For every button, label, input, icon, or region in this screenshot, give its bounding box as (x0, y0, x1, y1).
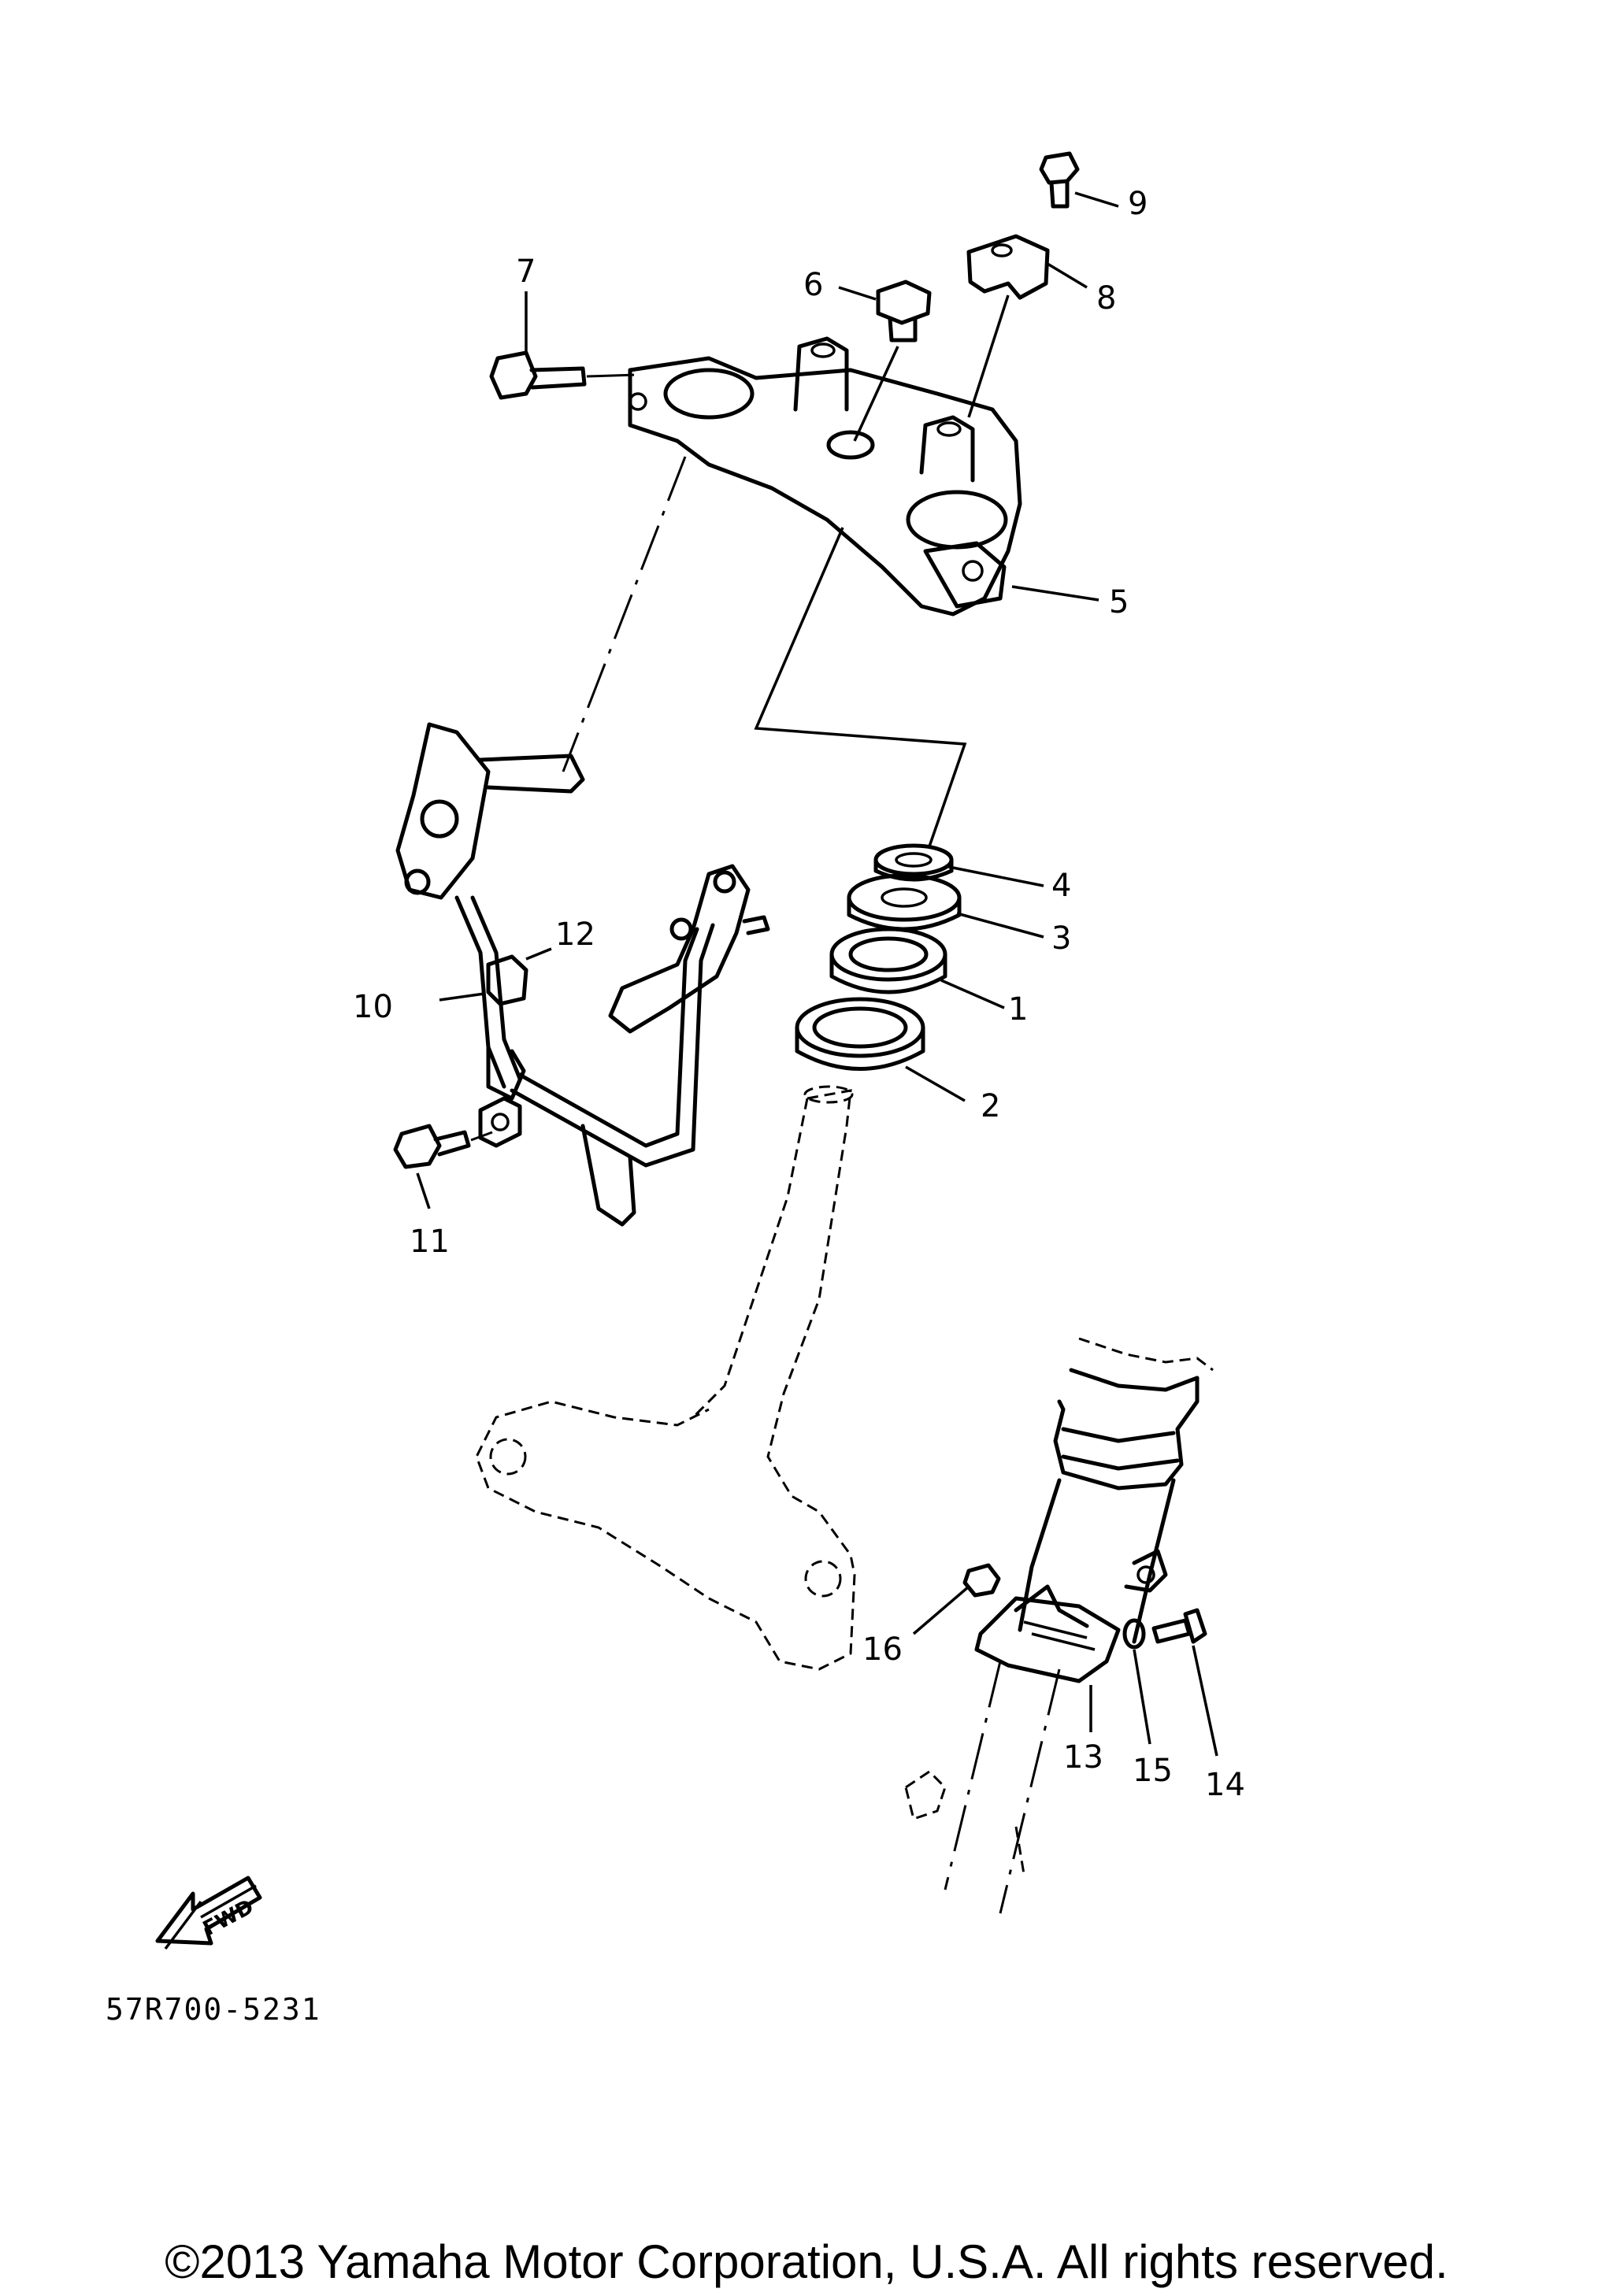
bearing-1 (829, 927, 947, 994)
copyright-notice: ©2013 Yamaha Motor Corporation, U.S.A. A… (165, 2235, 1448, 2288)
holder-8-bolt-9 (966, 151, 1080, 418)
callout-11: 11 (410, 1224, 450, 1260)
steering-stem-outline (475, 1085, 856, 1671)
nut-4 (873, 843, 954, 882)
callout-6: 6 (803, 267, 823, 303)
callout-8: 8 (1096, 280, 1116, 317)
damper-12 (486, 954, 528, 1006)
guide-13 (974, 1584, 1121, 1683)
callout-9: 9 (1128, 186, 1148, 222)
callout-12: 12 (555, 917, 595, 953)
washer-3 (847, 873, 962, 931)
bolt-7 (489, 350, 639, 400)
callout-13: 13 (1063, 1739, 1103, 1776)
callout-7: 7 (516, 254, 536, 290)
bolt-11 (393, 1124, 493, 1169)
fork-leg (904, 1337, 1214, 1914)
stay-10 (395, 722, 770, 1227)
upper-bracket (628, 336, 1022, 617)
race-2 (795, 997, 925, 1071)
callout-2: 2 (981, 1088, 1000, 1124)
drawing-code: 57R700-5231 (106, 1992, 321, 2027)
callout-14: 14 (1205, 1767, 1245, 1803)
callout-16: 16 (862, 1631, 903, 1668)
washer-15 (1122, 1618, 1146, 1650)
callout-4: 4 (1051, 868, 1071, 904)
callout-15: 15 (1133, 1753, 1173, 1789)
callout-1: 1 (1008, 991, 1028, 1028)
nut-16 (962, 1563, 1001, 1598)
callout-5: 5 (1109, 584, 1129, 620)
bolt-6 (853, 280, 932, 442)
callout-3: 3 (1051, 920, 1071, 957)
bolt-14 (1151, 1608, 1207, 1644)
callout-10: 10 (353, 989, 393, 1025)
fwd-arrow-icon: FWD (155, 1876, 262, 1950)
